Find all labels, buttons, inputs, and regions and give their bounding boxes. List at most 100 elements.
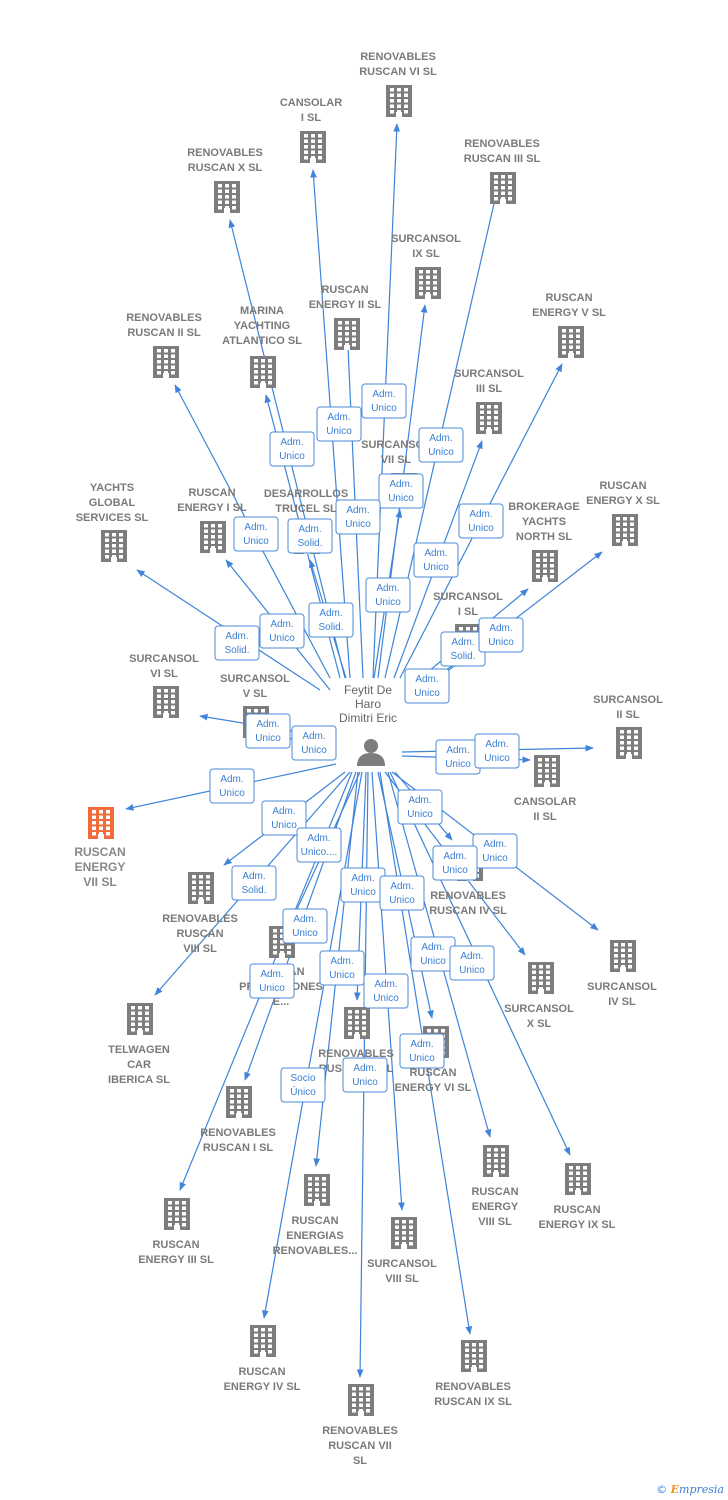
edge-label-text: Solid. [297,538,322,549]
edge-label-text: Unico [488,637,514,648]
edge-label-renovables-ruscan-i[interactable]: Adm.Unico [282,908,328,944]
edge-label-renovables-ruscan-x[interactable]: Adm.Unico [316,406,362,442]
edge-label-surcansol-viii[interactable]: Adm.Unico [363,973,409,1009]
company-node-ruscan-energias[interactable]: RUSCANENERGIASRENOVABLES... [273,1174,358,1257]
edge-label-ruscan-energy-i[interactable]: Adm.Unico [259,613,305,649]
edge-label-text: Adm. [330,956,353,967]
edge-label-renovables-ruscan-iii[interactable]: Adm.Unico [418,427,464,463]
edge-label-renovables-ruscan-ix[interactable]: Adm.Unico [399,1033,445,1069]
edge-label-ruscan-energy-vii[interactable]: Adm.Unico [209,768,255,804]
building-icon [386,85,412,117]
building-icon [153,686,179,718]
edge-label-renovables-ruscan-viii[interactable]: Adm.Unico [261,800,307,836]
edge-label-yachts-global[interactable]: Adm.Solid. [214,625,260,661]
edge-label-surcansol-iv[interactable]: Adm.Unico [472,833,518,869]
edge-label-cansolar-i[interactable]: Adm.Unico [269,431,315,467]
edge-label-text: Unico [388,493,414,504]
building-icon [250,1325,276,1357]
company-label: RUSCAN [599,480,646,492]
edge-label-ruscan-energy-ix[interactable]: Adm.Unico [449,945,495,981]
edge-label-text: Unico [271,820,297,831]
edge-label-ruscan-energy-ii[interactable]: Adm.Unico [335,499,381,535]
edge-label-ruscan-energy-iii[interactable]: Adm.Unico [249,963,295,999]
edge-label-surcansol-i[interactable]: Adm.Unico [404,668,450,704]
edge-label-renovables-ruscan-iv[interactable]: Adm.Unico [397,789,443,825]
edge-label-surcansol-ii[interactable]: Adm.Unico [435,739,481,775]
edge-label-surcansol-ix[interactable]: Adm.Unico [378,473,424,509]
edge-label-ruscan-energy-x[interactable]: Adm.Unico [478,617,524,653]
company-label: RENOVABLES [200,1127,276,1139]
building-icon [532,550,558,582]
company-label: SURCANSOL [587,981,657,993]
building-icon [565,1163,591,1195]
edge-label-renovables-ruscan-v[interactable]: Adm. Unico [340,867,386,903]
edge-label-text: Unico [219,788,245,799]
edge-label-renovables-ruscan-vi[interactable]: Adm.Unico [361,383,407,419]
edge-label-text: Adm. [351,873,374,884]
edge-label-renovables-ruscan-ii[interactable]: Adm.Unico [233,516,279,552]
edge-label-text: Unico [459,965,485,976]
edge-label-text: Adm. [260,969,283,980]
edge-label-brokerage-yachts[interactable]: Adm.Solid. [440,631,486,667]
building-icon [226,1086,252,1118]
edge-label-surcansol-vii[interactable]: Adm.Unico [365,577,411,613]
edge-label-text: Unico [373,993,399,1004]
edge-label-surcansol-vi[interactable]: Adm.Unico [245,713,291,749]
edge-label-ruscan-energy-v[interactable]: Adm.Unico [458,503,504,539]
edge-label-desarrollos-trucel[interactable]: Adm.Solid. [308,602,354,638]
building-icon [534,755,560,787]
edge-label-surcansol-x[interactable]: Adm.Unico [432,845,478,881]
edge-label-surcansol-v[interactable]: Adm.Unico [291,725,337,761]
edge-label-surcansol-iii[interactable]: Adm.Unico [413,542,459,578]
edge-label-ruscan-energy-iv[interactable]: Adm.Unico [319,950,365,986]
company-label: IV SL [608,996,636,1008]
company-node-surcansol-iv[interactable]: SURCANSOL IV SL [587,940,657,1008]
edge-label-renovables-ruscan-vii[interactable]: Adm.Unico [342,1057,388,1093]
edge-label-ruscan-energy-viii[interactable]: Adm.Unico [410,936,456,972]
edge-label-telwagen[interactable]: Adm.Solid. [231,865,277,901]
edge-label-ruscan-energy-vi[interactable]: Adm.Unico [379,875,425,911]
edge-label-ruscan-promociones[interactable]: Adm.Unico.... [296,827,342,863]
company-label: ENERGY IV SL [224,1381,301,1393]
edge-label-marina-yachting[interactable]: Adm.Solid. [287,518,333,554]
edge-label-text: Unico [350,887,376,898]
company-label: SURCANSOL [433,591,503,603]
edge-label-text: Unico [442,865,468,876]
edge-label-cansolar-ii[interactable]: Adm.Unico [474,733,520,769]
building-icon [558,326,584,358]
company-label: ENERGY VI SL [395,1082,472,1094]
building-icon [476,402,502,434]
